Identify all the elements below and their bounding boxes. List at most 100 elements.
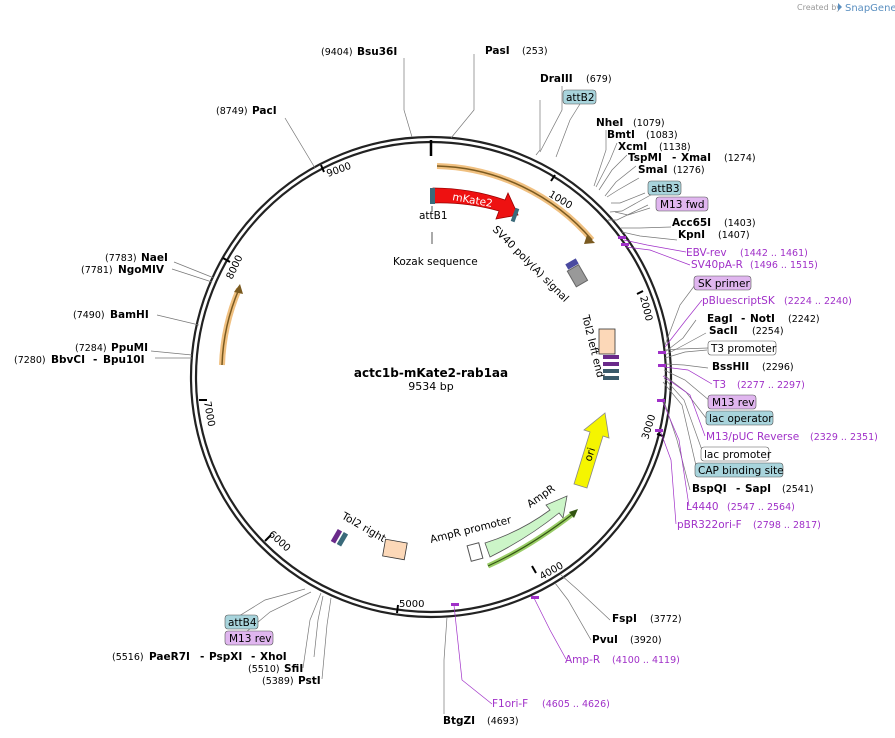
bsshii-name[interactable]: BssHII — [712, 361, 749, 373]
paer7i-name[interactable]: PaeR7I — [149, 651, 190, 663]
paci-pos: (8749) — [216, 106, 248, 117]
sv40-feature[interactable] — [566, 264, 589, 288]
ampr-promoter-feature[interactable] — [466, 542, 484, 562]
nhei-name[interactable]: NheI — [596, 117, 623, 129]
bbvci-name[interactable]: BbvCI — [51, 354, 85, 366]
tol2-left-feature[interactable] — [598, 328, 616, 355]
btgzi-pos: (4693) — [487, 716, 519, 727]
bmti-name[interactable]: BmtI — [607, 129, 635, 141]
pasi-pos: (253) — [522, 46, 548, 57]
tick-label-6000: 6000 — [266, 529, 292, 554]
snapgene-brand: SnapGene — [845, 3, 895, 14]
attb3-box[interactable] — [647, 180, 682, 196]
sapi-name[interactable]: SapI — [745, 483, 771, 495]
m13puc-rev-pos: (2329 .. 2351) — [810, 432, 878, 443]
tick-label-5000: 5000 — [399, 599, 424, 610]
paer7i-pos: (5516) — [112, 652, 144, 663]
pvui-name[interactable]: PvuI — [592, 634, 618, 646]
plasmid-length: 9534 bp — [408, 380, 453, 393]
kpni-name[interactable]: KpnI — [678, 229, 705, 241]
xcmi-name[interactable]: XcmI — [618, 141, 647, 153]
tick-label-2000: 2000 — [637, 295, 654, 322]
fspi-name[interactable]: FspI — [612, 613, 637, 625]
psti-name[interactable]: PstI — [298, 675, 321, 687]
eagi-name[interactable]: EagI — [707, 313, 733, 325]
sacii-name[interactable]: SacII — [709, 325, 738, 337]
paer7i-sep: - — [200, 651, 204, 663]
nhei-pos: (1079) — [633, 118, 665, 129]
t3promoter-box[interactable] — [707, 340, 777, 356]
f1ori-f-pos: (4605 .. 4626) — [542, 699, 610, 710]
tspmi-pos: (1274) — [724, 153, 756, 164]
paci-name[interactable]: PacI — [252, 105, 277, 117]
kpni-pos: (1407) — [718, 230, 750, 241]
t3-pos: (2277 .. 2297) — [737, 380, 805, 391]
draiii-name[interactable]: DraIII — [540, 73, 573, 85]
acc65i-name[interactable]: Acc65I — [672, 217, 711, 229]
m13puc-rev-name[interactable]: M13/pUC Reverse — [706, 431, 799, 443]
pspxi-sep: - — [251, 651, 255, 663]
eagi-sep: - — [741, 313, 745, 325]
btgzi-name[interactable]: BtgZI — [443, 715, 475, 727]
bamhi-name[interactable]: BamHI — [110, 309, 149, 321]
ebv-rev-pos: (1442 .. 1461) — [740, 248, 808, 259]
t3-name[interactable]: T3 — [712, 379, 726, 391]
ngomiv-name[interactable]: NgoMIV — [118, 264, 165, 276]
primer-leaders — [453, 239, 713, 705]
tol2-left-markers — [603, 355, 619, 380]
ppumi-pos: (7284) — [75, 343, 107, 354]
attb3-box-label: attB3 — [651, 183, 680, 195]
l4440-name[interactable]: L4440 — [686, 501, 719, 513]
attb1-marker — [430, 188, 435, 204]
pspxi-name[interactable]: PspXI — [209, 651, 242, 663]
tick-label-3000: 3000 — [640, 413, 658, 441]
attb4-box[interactable] — [224, 614, 259, 630]
ampr-orf-arrow — [569, 509, 578, 518]
backbone-ticks — [199, 164, 664, 614]
bsu36i-name[interactable]: Bsu36I — [357, 46, 397, 58]
bpu10i-name[interactable]: Bpu10I — [103, 354, 145, 366]
f1ori-f-name[interactable]: F1ori-F — [492, 698, 528, 710]
ebv-rev-name[interactable]: EBV-rev — [686, 247, 727, 259]
pasi-name[interactable]: PasI — [485, 45, 510, 57]
skprimer-box-label: SK primer — [698, 278, 750, 290]
noti-name[interactable]: NotI — [750, 313, 775, 325]
tol2-right-feature[interactable] — [382, 538, 408, 561]
ori-label: ori — [582, 446, 598, 463]
m13fwd-box[interactable] — [655, 196, 709, 212]
sv40pa-r-name[interactable]: SV40pA-R — [691, 259, 743, 271]
bspqi-name[interactable]: BspQI — [692, 483, 727, 495]
attb1-label: attB1 — [419, 210, 448, 222]
xcmi-pos: (1138) — [659, 142, 691, 153]
ppumi-name[interactable]: PpuMI — [111, 342, 148, 354]
tol2-right-marker-1 — [330, 528, 343, 544]
amp-r-name[interactable]: Amp-R — [565, 654, 600, 666]
m13rev-left-box-label: M13 rev — [229, 633, 272, 645]
lacoperator-box[interactable] — [705, 410, 774, 426]
ampr-feature[interactable] — [484, 495, 568, 558]
lacpromoter-box[interactable] — [700, 446, 770, 462]
enzyme-leaders — [150, 54, 711, 714]
mkate2-feature[interactable] — [432, 187, 519, 220]
skprimer-box[interactable] — [693, 275, 752, 291]
m13rev-right-box[interactable] — [707, 394, 757, 410]
ori-feature[interactable] — [573, 412, 610, 489]
pbr322ori-f-name[interactable]: pBR322ori-F — [677, 519, 742, 531]
attb2-box[interactable] — [562, 89, 597, 105]
tick-label-7000: 7000 — [201, 401, 216, 428]
xmai-name[interactable]: XmaI — [681, 152, 711, 164]
m13rev-left-box[interactable] — [224, 630, 274, 646]
pbluescriptsk-name[interactable]: pBluescriptSK — [702, 295, 776, 307]
tspmi-name[interactable]: TspMI — [628, 152, 662, 164]
capsite-box-label: CAP binding site — [698, 465, 784, 477]
nael-name[interactable]: NaeI — [141, 252, 168, 264]
xhoi-name[interactable]: XhoI — [260, 651, 287, 663]
bsu36i-pos: (9404) — [321, 47, 353, 58]
eagi-pos: (2242) — [788, 314, 820, 325]
m13rev-right-box-label: M13 rev — [712, 397, 755, 409]
plasmid-name: actc1b-mKate2-rab1aa — [354, 366, 508, 380]
smai-name[interactable]: SmaI — [638, 164, 668, 176]
sfii-name[interactable]: SfiI — [284, 663, 303, 675]
capsite-box[interactable] — [694, 462, 784, 478]
